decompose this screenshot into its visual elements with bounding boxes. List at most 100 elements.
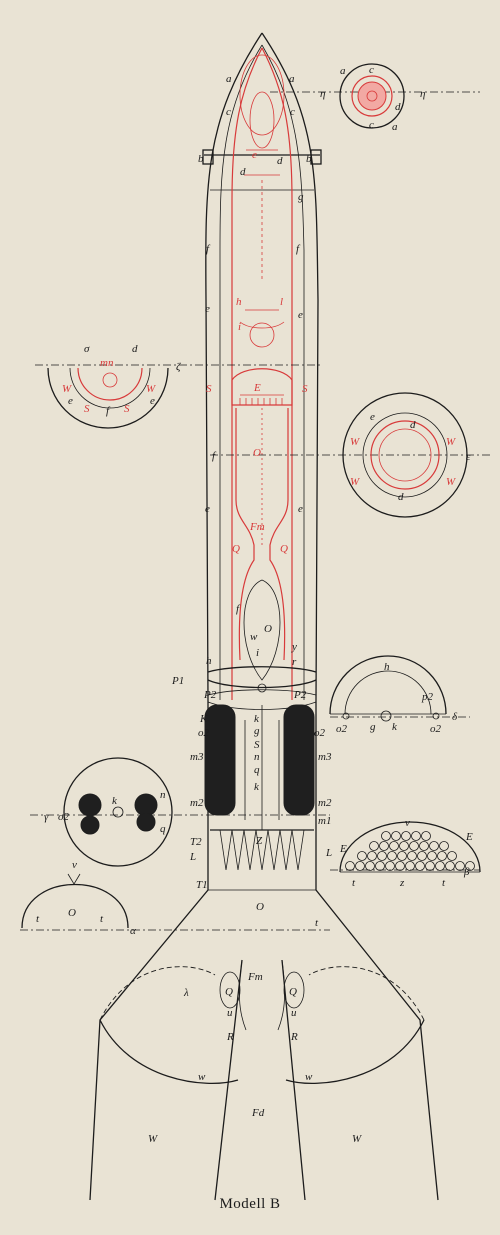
- label-d-inset: d: [395, 101, 401, 113]
- label-W-left: W: [148, 1133, 158, 1145]
- label-h-delta: h: [384, 661, 390, 673]
- label-e-zeta-left: e: [68, 395, 73, 407]
- bubble: [435, 861, 445, 871]
- label-e-zeta-right: e: [150, 395, 155, 407]
- label-m3-left: m3: [190, 751, 204, 763]
- label-d-epsilon: d: [410, 419, 416, 431]
- label-P1: P1: [171, 675, 184, 687]
- bubble: [395, 861, 405, 871]
- bubble: [365, 861, 375, 871]
- label-o2-delta-right: o2: [430, 723, 442, 735]
- label-beta: β: [463, 866, 470, 878]
- label-Fm-red: Fm: [249, 521, 265, 533]
- label-S-zeta-left: S: [84, 403, 90, 415]
- label-O-tail: O: [256, 901, 264, 913]
- label-e-mid-left: e: [205, 503, 210, 515]
- label-O-lower: O: [264, 623, 272, 635]
- label-t-alpha-right: t: [100, 913, 104, 925]
- bubble: [445, 861, 455, 871]
- label-zeta: ζ: [176, 361, 182, 373]
- bubble: [447, 851, 457, 861]
- label-L-right: L: [325, 847, 332, 859]
- label-Q-left: Q: [232, 543, 240, 555]
- label-c-inset: c: [369, 64, 374, 76]
- bubble: [397, 851, 407, 861]
- bubble: [415, 861, 425, 871]
- label-k-lower: k: [254, 781, 260, 793]
- label-Fd: Fd: [251, 1107, 265, 1119]
- label-f-epsilon-line: f: [212, 450, 217, 462]
- inset-section-delta: [329, 655, 447, 722]
- bubble: [409, 841, 419, 851]
- label-W-eps-4: W: [446, 476, 456, 488]
- bubble: [437, 851, 447, 861]
- label-O-alpha: O: [68, 907, 76, 919]
- label-R-right: R: [290, 1031, 298, 1043]
- bubble: [389, 841, 399, 851]
- label-m2-left: m2: [190, 797, 204, 809]
- label-k-delta: k: [392, 721, 398, 733]
- label-Fm-lower: Fm: [247, 971, 263, 983]
- label-W-eps-1: W: [350, 436, 360, 448]
- label-d-left: d: [240, 166, 246, 178]
- label-epsilon: ε: [466, 451, 471, 463]
- label-Z: Z: [256, 835, 263, 847]
- bubble: [375, 861, 385, 871]
- label-W-eps-2: W: [446, 436, 456, 448]
- bubble: [387, 851, 397, 861]
- bubble: [369, 841, 379, 851]
- label-Q-lower-right: Q: [289, 986, 297, 998]
- label-u-left: u: [227, 1007, 233, 1019]
- inset-section-beta: [339, 821, 481, 873]
- label-a-inset: a: [340, 65, 346, 77]
- label-T1: T1: [196, 879, 208, 891]
- inset-section-eta: [339, 63, 405, 129]
- label-a-inset-2: a: [392, 121, 398, 133]
- label-e-epsilon: e: [370, 411, 375, 423]
- label-g-lower: g: [254, 725, 260, 737]
- label-n: n: [254, 751, 260, 763]
- label-lambda: λ: [183, 987, 189, 999]
- label-r: r: [292, 656, 297, 668]
- label-o2-left: o2: [198, 727, 210, 739]
- label-t-alpha-line: t: [315, 917, 319, 929]
- bubble: [355, 861, 365, 871]
- bubble: [391, 831, 401, 841]
- label-t-beta-right: t: [442, 877, 446, 889]
- label-u-right: u: [291, 1007, 297, 1019]
- label-w: w: [250, 631, 258, 643]
- bubble: [381, 831, 391, 841]
- bubble: [425, 861, 435, 871]
- label-m2-right: m2: [318, 797, 332, 809]
- label-c-left: c: [226, 106, 231, 118]
- label-S-zeta-right: S: [124, 403, 130, 415]
- label-S-right: S: [302, 383, 308, 395]
- label-e-mid-right: e: [298, 503, 303, 515]
- label-k-upper: k: [254, 713, 260, 725]
- label-k-gamma: k: [112, 795, 118, 807]
- figure-caption: Modell B: [219, 1196, 281, 1212]
- bubble: [465, 861, 475, 871]
- bubble: [405, 861, 415, 871]
- label-t-alpha-left: t: [36, 913, 40, 925]
- label-E-red: E: [253, 382, 261, 394]
- label-S-lower: S: [254, 739, 260, 751]
- label-n-gamma: n: [160, 789, 166, 801]
- inset-section-gamma: [63, 757, 173, 867]
- label-e-right: e: [298, 309, 303, 321]
- label-a-left: a: [226, 73, 232, 85]
- label-eta-2: η: [420, 88, 425, 100]
- label-W-zeta-right: W: [146, 383, 156, 395]
- label-m1: m1: [318, 815, 331, 827]
- bubble: [377, 851, 387, 861]
- label-W-zeta-left: W: [62, 383, 72, 395]
- label-p2: p2: [421, 691, 434, 703]
- label-Q-right: Q: [280, 543, 288, 555]
- label-gamma: γ: [44, 811, 49, 823]
- label-P2-right: P2: [293, 689, 307, 701]
- label-q: q: [254, 764, 260, 776]
- label-T2: T2: [190, 836, 202, 848]
- label-E-beta-left: E: [339, 843, 347, 855]
- bubble: [419, 841, 429, 851]
